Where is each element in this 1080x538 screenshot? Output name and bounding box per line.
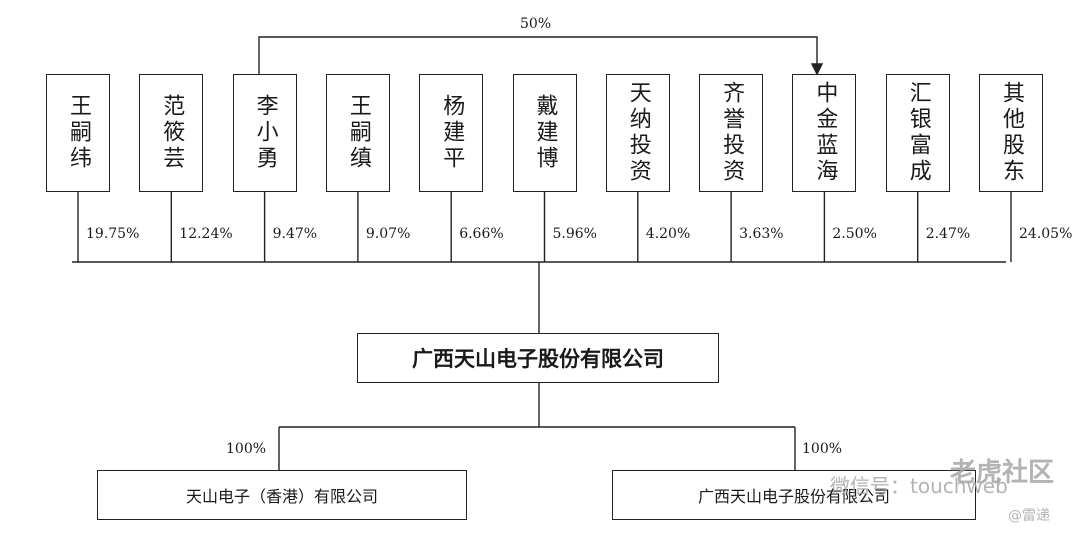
shareholder-percentage: 4.20% bbox=[645, 226, 691, 242]
relation-line bbox=[258, 36, 818, 74]
shareholder-percentage: 9.47% bbox=[272, 226, 318, 242]
shareholder-percentage: 24.05% bbox=[1019, 226, 1073, 242]
shareholder-box: 其他股东 bbox=[979, 74, 1043, 192]
shareholder-box: 汇银富成 bbox=[885, 74, 950, 192]
shareholder-box: 杨建平 bbox=[419, 74, 484, 192]
shareholder-box: 天纳投资 bbox=[605, 74, 670, 192]
shareholder-percentage: 9.07% bbox=[365, 226, 411, 242]
handle-watermark: @雷递 bbox=[1008, 508, 1050, 524]
shareholder-box: 齐誉投资 bbox=[699, 74, 764, 192]
relation-arrowhead bbox=[810, 63, 824, 76]
relation-percentage: 50% bbox=[520, 16, 552, 32]
shareholder-percentage: 2.50% bbox=[832, 226, 877, 242]
shareholder-percentage: 19.75% bbox=[86, 226, 140, 242]
wechat-watermark: 微信号：touchweb bbox=[830, 474, 1008, 498]
shareholder-percentage: 5.96% bbox=[552, 226, 597, 242]
shareholder-percentage: 3.63% bbox=[739, 226, 784, 242]
shareholder-box: 戴建博 bbox=[512, 74, 577, 192]
brand-watermark: 老虎社区 bbox=[950, 458, 1055, 488]
subsidiary-box-2: 广西天山电子股份有限公司 bbox=[612, 470, 976, 520]
shareholder-box: 范筱芸 bbox=[139, 74, 204, 192]
shareholder-percentage: 12.24% bbox=[179, 226, 233, 242]
subsidiary-box-hk: 天山电子（香港）有限公司 bbox=[97, 470, 467, 520]
company-box: 广西天山电子股份有限公司 bbox=[357, 333, 719, 383]
shareholder-box: 李小勇 bbox=[232, 74, 297, 192]
shareholder-box: 王嗣缜 bbox=[325, 74, 390, 192]
subsidiary-1-percentage: 100% bbox=[226, 441, 267, 457]
shareholder-percentage: 6.66% bbox=[459, 226, 504, 242]
shareholder-box: 王嗣纬 bbox=[46, 74, 110, 192]
shareholder-box: 中金蓝海 bbox=[792, 74, 857, 192]
shareholder-percentage: 2.47% bbox=[925, 226, 971, 242]
subsidiary-2-percentage: 100% bbox=[802, 441, 843, 457]
